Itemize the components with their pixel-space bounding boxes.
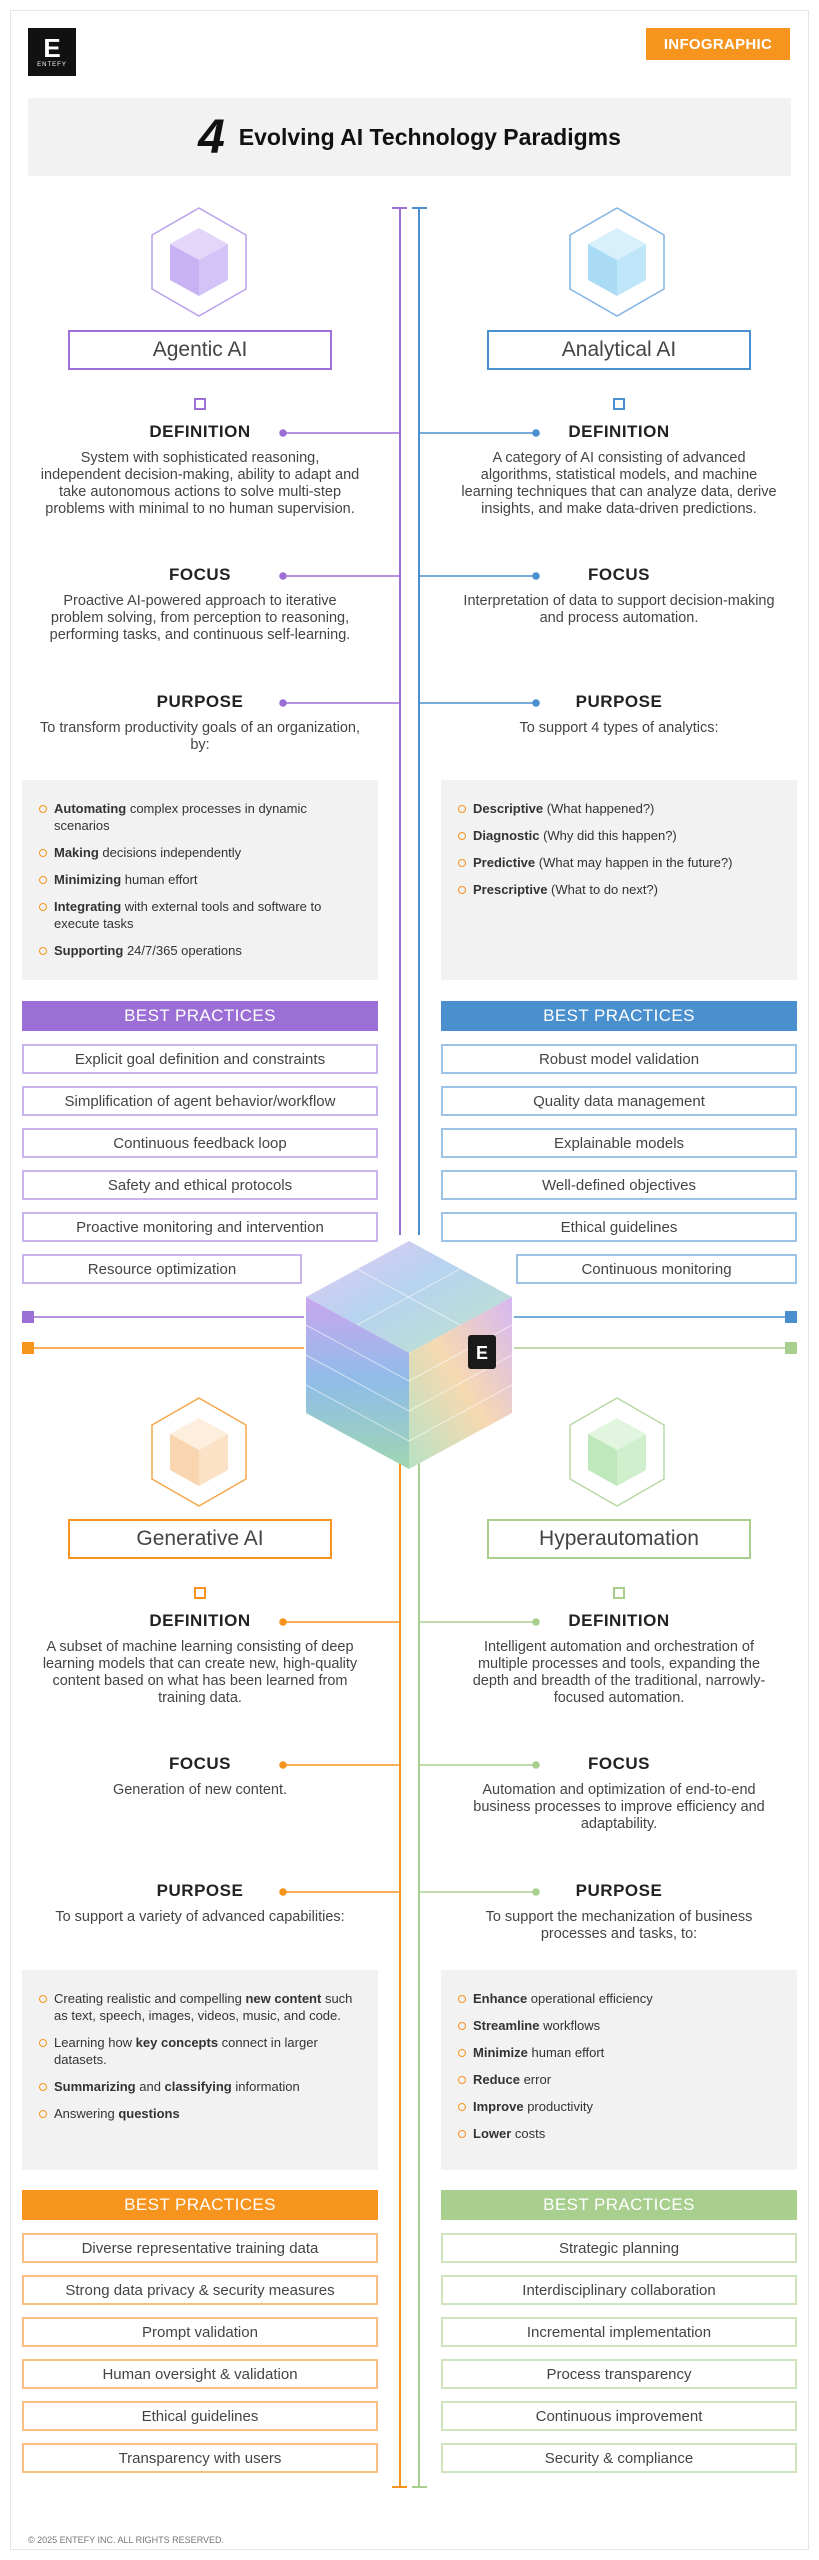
generative-purpose-label: PURPOSE: [156, 1881, 244, 1900]
list-item: Descriptive (What happened?): [458, 800, 779, 817]
analytical-best-practices-header: BEST PRACTICES: [441, 1001, 797, 1031]
list-item: Making decisions independently: [39, 844, 360, 861]
logo-text: ENTEFY: [37, 62, 67, 68]
hyperautomation-practice: Continuous improvement: [441, 2401, 797, 2431]
agentic-purpose-label: PURPOSE: [156, 692, 244, 711]
agentic-title-box: Agentic AI: [68, 330, 332, 370]
list-item: Improve productivity: [458, 2098, 779, 2115]
analytical-purpose-label: PURPOSE: [575, 692, 663, 711]
list-item: Integrating with external tools and soft…: [39, 898, 360, 932]
agentic-best-practices-header: BEST PRACTICES: [22, 1001, 378, 1031]
analytical-practice: Robust model validation: [441, 1044, 797, 1074]
agentic-node: [194, 398, 206, 410]
analytical-title-box: Analytical AI: [487, 330, 751, 370]
agentic-purpose-text: To transform productivity goals of an or…: [40, 720, 360, 753]
hyperautomation-best-practices-header: BEST PRACTICES: [441, 2190, 797, 2220]
hyperautomation-node: [613, 1587, 625, 1599]
list-item: Streamline workflows: [458, 2017, 779, 2034]
list-item: Diagnostic (Why did this happen?): [458, 827, 779, 844]
analytical-types-list: Descriptive (What happened?) Diagnostic …: [441, 780, 797, 980]
agentic-definition-label: DEFINITION: [149, 422, 251, 441]
agentic-practice: Simplification of agent behavior/workflo…: [22, 1086, 378, 1116]
analytical-practice: Well-defined objectives: [441, 1170, 797, 1200]
hyperautomation-title-box: Hyperautomation: [487, 1519, 751, 1559]
list-item: Answering questions: [39, 2105, 360, 2122]
list-item: Predictive (What may happen in the futur…: [458, 854, 779, 871]
generative-definition-text: A subset of machine learning consisting …: [42, 1639, 358, 1706]
logo-mark: E: [43, 33, 61, 63]
generative-practice: Human oversight & validation: [22, 2359, 378, 2389]
hyperautomation-practice: Process transparency: [441, 2359, 797, 2389]
analytical-purpose-text: To support 4 types of analytics:: [519, 720, 719, 736]
agentic-practice: Explicit goal definition and constraints: [22, 1044, 378, 1074]
hyperautomation-purpose-text: To support the mechanization of business…: [485, 1909, 753, 1942]
hyperautomation-cube-icon: [569, 1397, 665, 1507]
agentic-cube-icon: [151, 207, 247, 317]
title-bar: 4 Evolving AI Technology Paradigms: [28, 98, 791, 176]
agentic-practice: Resource optimization: [22, 1254, 302, 1284]
generative-practice: Transparency with users: [22, 2443, 378, 2473]
list-item: Prescriptive (What to do next?): [458, 881, 779, 898]
generative-purpose-text: To support a variety of advanced capabil…: [55, 1909, 345, 1925]
hyperautomation-goals-list: Enhance operational efficiency Streamlin…: [441, 1970, 797, 2170]
generative-definition-label: DEFINITION: [149, 1611, 251, 1630]
copyright-footer: © 2025 ENTEFY INC. ALL RIGHTS RESERVED.: [28, 2535, 225, 2545]
agentic-focus-label: FOCUS: [169, 565, 231, 584]
list-item: Lower costs: [458, 2125, 779, 2142]
analytical-cube-icon: [569, 207, 665, 317]
generative-practice: Diverse representative training data: [22, 2233, 378, 2263]
agentic-definition-text: System with sophisticated reasoning, ind…: [40, 450, 360, 517]
hyperautomation-practice: Incremental implementation: [441, 2317, 797, 2347]
generative-node: [194, 1587, 206, 1599]
hyperautomation-practice: Interdisciplinary collaboration: [441, 2275, 797, 2305]
generative-focus-text: Generation of new content.: [112, 1782, 288, 1798]
generative-best-practices-header: BEST PRACTICES: [22, 2190, 378, 2220]
agentic-practice: Safety and ethical protocols: [22, 1170, 378, 1200]
entefy-logo: E ENTEFY: [28, 28, 76, 76]
generative-capabilities-list: Creating realistic and compelling new co…: [22, 1970, 378, 2170]
agentic-capabilities-list: Automating complex processes in dynamic …: [22, 780, 378, 980]
list-item: Summarizing and classifying information: [39, 2078, 360, 2095]
generative-practice: Ethical guidelines: [22, 2401, 378, 2431]
analytical-node: [613, 398, 625, 410]
analytical-practice: Quality data management: [441, 1086, 797, 1116]
list-item: Automating complex processes in dynamic …: [39, 800, 360, 834]
central-cube-illustration: E: [305, 1241, 513, 1469]
list-item: Learning how key concepts connect in lar…: [39, 2034, 360, 2068]
analytical-practice: Ethical guidelines: [441, 1212, 797, 1242]
hyperautomation-focus-label: FOCUS: [588, 1754, 650, 1773]
agentic-focus-text: Proactive AI-powered approach to iterati…: [49, 593, 351, 643]
generative-focus-label: FOCUS: [169, 1754, 231, 1773]
infographic-tag: INFOGRAPHIC: [646, 28, 790, 60]
analytical-focus-label: FOCUS: [588, 565, 650, 584]
title-number: 4: [198, 110, 225, 164]
list-item: Supporting 24/7/365 operations: [39, 942, 360, 959]
hyperautomation-focus-text: Automation and optimization of end-to-en…: [473, 1782, 765, 1832]
analytical-focus-text: Interpretation of data to support decisi…: [463, 593, 775, 626]
analytical-practice: Continuous monitoring: [516, 1254, 797, 1284]
page-title: Evolving AI Technology Paradigms: [238, 123, 621, 150]
hyperautomation-definition-label: DEFINITION: [568, 1611, 670, 1630]
list-item: Minimizing human effort: [39, 871, 360, 888]
generative-cube-icon: [151, 1397, 247, 1507]
analytical-practice: Explainable models: [441, 1128, 797, 1158]
analytical-definition-text: A category of AI consisting of advanced …: [461, 450, 777, 517]
list-item: Reduce error: [458, 2071, 779, 2088]
generative-practice: Prompt validation: [22, 2317, 378, 2347]
hyperautomation-practice: Strategic planning: [441, 2233, 797, 2263]
list-item: Minimize human effort: [458, 2044, 779, 2061]
hyperautomation-purpose-label: PURPOSE: [575, 1881, 663, 1900]
hyperautomation-practice: Security & compliance: [441, 2443, 797, 2473]
list-item: Enhance operational efficiency: [458, 1990, 779, 2007]
hyperautomation-definition-text: Intelligent automation and orchestration…: [472, 1639, 766, 1706]
generative-practice: Strong data privacy & security measures: [22, 2275, 378, 2305]
list-item: Creating realistic and compelling new co…: [39, 1990, 360, 2024]
analytical-definition-label: DEFINITION: [568, 422, 670, 441]
cube-logo-mark: E: [476, 1343, 488, 1363]
generative-title-box: Generative AI: [68, 1519, 332, 1559]
agentic-practice: Proactive monitoring and intervention: [22, 1212, 378, 1242]
agentic-practice: Continuous feedback loop: [22, 1128, 378, 1158]
